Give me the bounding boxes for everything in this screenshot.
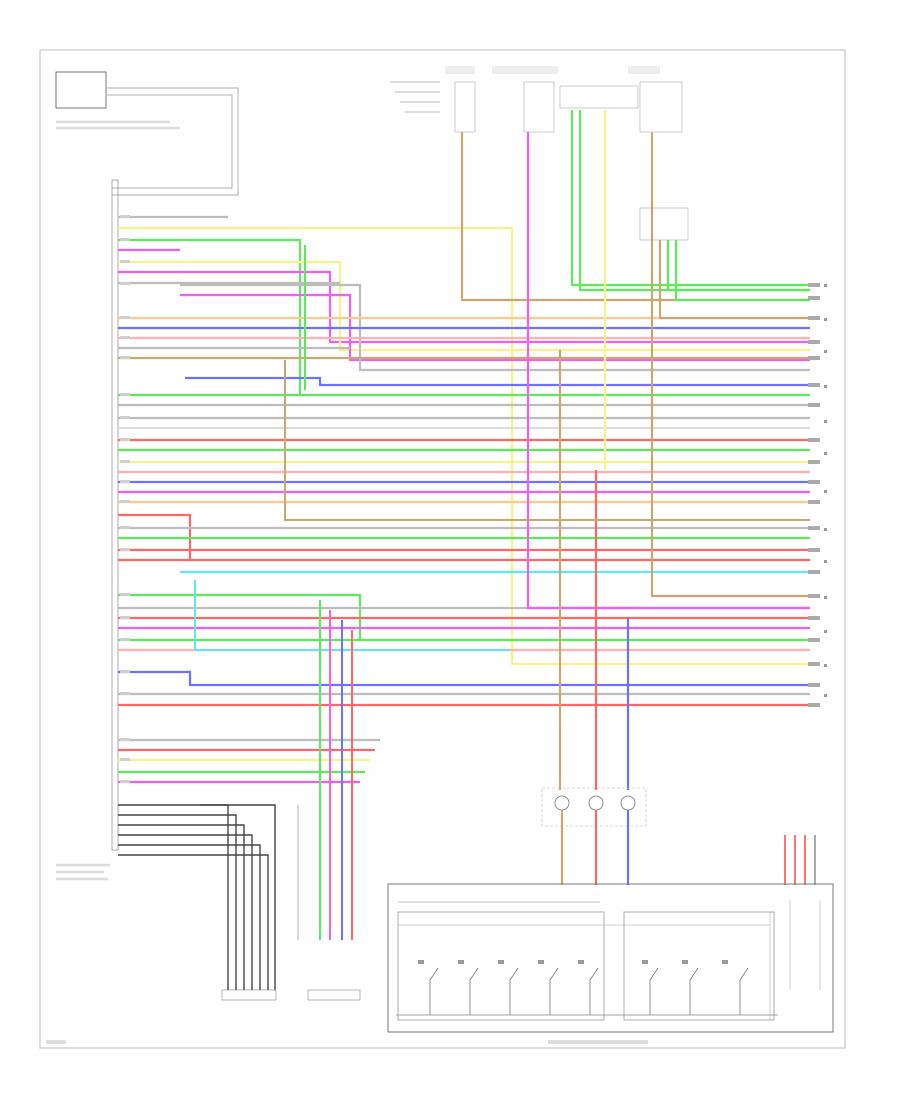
vertical-wires <box>460 110 810 790</box>
diagram-frame <box>39 49 846 1049</box>
switch-panel <box>387 883 834 1033</box>
top-component-right <box>559 66 683 133</box>
relay-component <box>639 207 689 241</box>
right-edge-numbers <box>824 284 827 697</box>
small-right-component <box>784 835 816 885</box>
left-vertical-runs <box>194 245 810 940</box>
right-edge-terminals <box>808 283 820 707</box>
top-component-middle <box>492 66 558 133</box>
horizontal-wires <box>118 215 810 784</box>
bottom-left-connector <box>221 989 277 1001</box>
bottom-middle-connector <box>297 805 361 1001</box>
footer-mark-center <box>548 1040 648 1044</box>
main-module-left-connector <box>56 179 119 881</box>
speaker-cluster <box>541 787 647 885</box>
left-pin-labels <box>120 215 130 783</box>
footer-mark-left <box>46 1040 66 1044</box>
bottom-left-harness <box>118 804 276 990</box>
top-left-module <box>55 71 239 196</box>
top-component-left <box>390 66 476 133</box>
